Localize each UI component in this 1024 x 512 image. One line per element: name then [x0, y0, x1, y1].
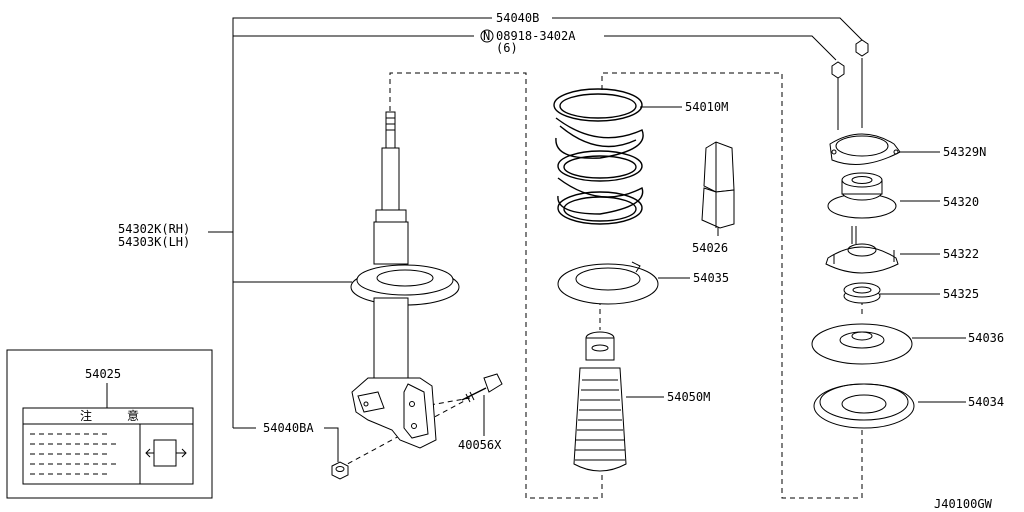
seat-54035-drawing — [557, 261, 659, 305]
boot-54050m-drawing — [573, 331, 627, 472]
diagram-code: J40100GW — [934, 497, 993, 511]
label-54035: 54035 — [693, 271, 729, 285]
label-54320: 54320 — [943, 195, 979, 209]
label-54034: 54034 — [968, 395, 1004, 409]
label-08918-qty: (6) — [496, 41, 518, 55]
label-54050m: 54050M — [667, 390, 710, 404]
label-54040ba: 54040BA — [263, 421, 314, 435]
coil-spring-drawing — [553, 88, 644, 225]
label-54329n: 54329N — [943, 145, 986, 159]
label-54025: 54025 — [85, 367, 121, 381]
part-labels: 54040B N 08918-3402A (6) 54302K(RH) 5430… — [85, 11, 1004, 511]
label-08918-n: N — [483, 29, 490, 43]
label-08918-3402a: 08918-3402A — [496, 29, 576, 43]
label-54302k: 54302K(RH) — [118, 222, 190, 236]
caution-label-box: 注 意 — [6, 349, 213, 499]
label-54026: 54026 — [692, 241, 728, 255]
label-40056x: 40056X — [458, 438, 502, 452]
label-54040b: 54040B — [496, 11, 539, 25]
label-54303k: 54303K(LH) — [118, 235, 190, 249]
bolt-40056x-drawing — [461, 373, 503, 403]
label-54322: 54322 — [943, 247, 979, 261]
caution-char-2: 意 — [127, 408, 139, 423]
bump-stop-54026-drawing — [701, 141, 735, 229]
label-54036: 54036 — [968, 331, 1004, 345]
n-circle-icon — [480, 29, 494, 43]
label-54010m: 54010M — [685, 100, 728, 114]
mount-parts-drawing — [811, 39, 915, 429]
caution-char-1: 注 — [80, 408, 92, 423]
strut-assembly-drawing — [350, 111, 460, 449]
label-54325: 54325 — [943, 287, 979, 301]
nut-54040ba-drawing — [331, 461, 349, 480]
